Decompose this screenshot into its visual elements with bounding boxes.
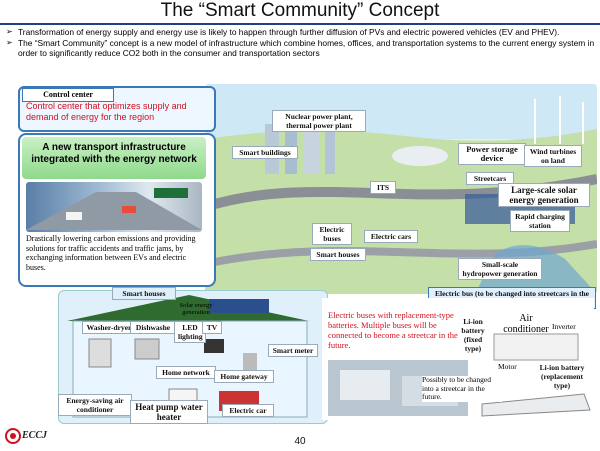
smart-houses-heading: Smart houses — [112, 287, 176, 300]
eccj-logo-mark — [5, 428, 21, 444]
led-lighting-label: LED lighting — [174, 321, 206, 343]
solar-generation-label: Large-scale solar energy generation — [498, 183, 590, 207]
electric-cars-label: Electric cars — [364, 230, 418, 243]
heat-pump-label: Heat pump water heater — [130, 400, 208, 424]
bullet-list: Transformation of energy supply and ener… — [6, 27, 596, 60]
nuclear-plant-label: Nuclear power plant, thermal power plant — [272, 110, 366, 132]
bus-drawing — [328, 333, 591, 417]
washer-dryer-label: Washer-dryer — [82, 321, 136, 334]
dishwasher-label: Dishwashe — [130, 321, 176, 334]
future-streetcar-note: Possibly to be changed into a streetcar … — [422, 375, 502, 402]
streetcars-label: Streetcars — [466, 172, 514, 185]
eccj-logo — [4, 426, 74, 451]
highway-photo — [26, 182, 202, 232]
page-number: 40 — [294, 436, 306, 447]
liion-replace-label: Li-ion battery (replacement type) — [539, 363, 585, 390]
rapid-charging-label: Rapid charging station — [510, 210, 570, 232]
title-divider — [0, 23, 600, 25]
transport-heading: A new transport infrastructure integrate… — [22, 137, 206, 179]
transport-text: Drastically lowering carbon emissions an… — [26, 234, 196, 272]
bus-description: Electric buses with replacement-type bat… — [328, 310, 458, 350]
inverter-label: Inverter — [552, 322, 576, 331]
motor-label: Motor — [498, 362, 517, 371]
eccj-logo-text: ECCJ — [22, 430, 48, 441]
power-storage-label: Power storage device — [458, 143, 526, 165]
smart-houses-city-label: Smart houses — [310, 248, 366, 261]
control-center-text: Control center that optimizes supply and… — [26, 101, 187, 122]
bullet-item: Transformation of energy supply and ener… — [6, 27, 596, 37]
tv-label: TV — [202, 321, 222, 334]
aircon-label: Energy-saving air conditioner — [58, 394, 132, 416]
air-conditioner-label: Air conditioner — [503, 313, 549, 335]
wind-turbines-label: Wind turbines on land — [524, 145, 582, 167]
home-gateway-label: Home gateway — [214, 370, 274, 383]
house-solar-label: Solar energy generation — [179, 302, 213, 316]
smart-buildings-label: Smart buildings — [232, 146, 298, 159]
its-label: ITS — [370, 181, 396, 194]
electric-buses-label: Electric buses — [312, 223, 352, 245]
electric-car-label: Electric car — [222, 404, 274, 417]
bullet-item: The “Smart Community” concept is a new m… — [6, 38, 596, 58]
highway-drawing — [26, 188, 202, 230]
hydropower-label: Small-scale hydropower generation — [458, 258, 542, 280]
liion-fixed-label: Li-ion battery (fixed type) — [461, 317, 485, 353]
slide-title: The “Smart Community” Concept — [160, 0, 440, 21]
home-network-label: Home network — [156, 366, 216, 379]
control-center-heading: Control center — [22, 88, 114, 102]
smart-meter-label: Smart meter — [268, 344, 318, 357]
